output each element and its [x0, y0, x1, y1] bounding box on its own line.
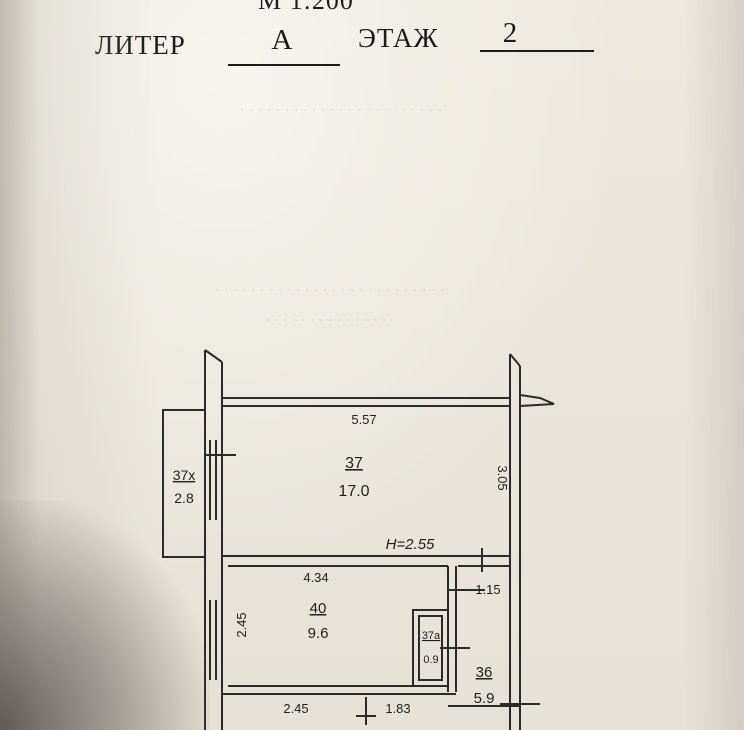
- bleed-through-text: . . . . . . . . . . . . . . . . . . . . …: [215, 275, 445, 295]
- room-37x-area: 2.8: [174, 490, 194, 506]
- dimension-room40-height: 2.45: [234, 612, 249, 637]
- floor-underline: [480, 50, 594, 52]
- room-37-area: 17.0: [338, 483, 369, 500]
- room-37a-number: 37а: [422, 630, 441, 642]
- closet-inner: [418, 615, 443, 681]
- scale-label: М 1:200: [258, 0, 354, 15]
- room-36-number: 36: [476, 664, 493, 681]
- dimension-bottom-right: 1.83: [385, 701, 410, 716]
- room-37x-number: 37х: [173, 467, 196, 483]
- dimension-room40-width: 4.34: [303, 570, 328, 585]
- bleed-through-text: . . . . . . . . . . . . . .: [265, 305, 387, 325]
- dimension-bottom-left: 2.45: [283, 701, 308, 716]
- ceiling-height: H=2.55: [386, 536, 435, 553]
- room-36-area: 5.9: [474, 690, 495, 707]
- room-37a-area: 0.9: [423, 654, 438, 666]
- liter-value: А: [271, 24, 293, 56]
- top-wall-right-extension: [519, 394, 555, 407]
- dimension-room36-width: 1.15: [475, 582, 500, 597]
- room-37-number: 37: [345, 455, 363, 472]
- floor-label: ЭТАЖ: [358, 23, 439, 53]
- room-40-area: 9.6: [308, 625, 329, 642]
- floor-value: 2: [502, 17, 518, 49]
- dimension-top-width: 5.57: [351, 412, 376, 427]
- room-40-number: 40: [310, 600, 327, 617]
- dimension-right-height: 3.05: [495, 465, 510, 490]
- right-wall-cap: [509, 353, 521, 367]
- bleed-through-text: . . . . . . . . . . . . . . . . . . . . …: [240, 95, 443, 115]
- left-wall-cap: [204, 349, 223, 363]
- liter-underline: [228, 64, 340, 66]
- balcony-outline: [162, 409, 205, 558]
